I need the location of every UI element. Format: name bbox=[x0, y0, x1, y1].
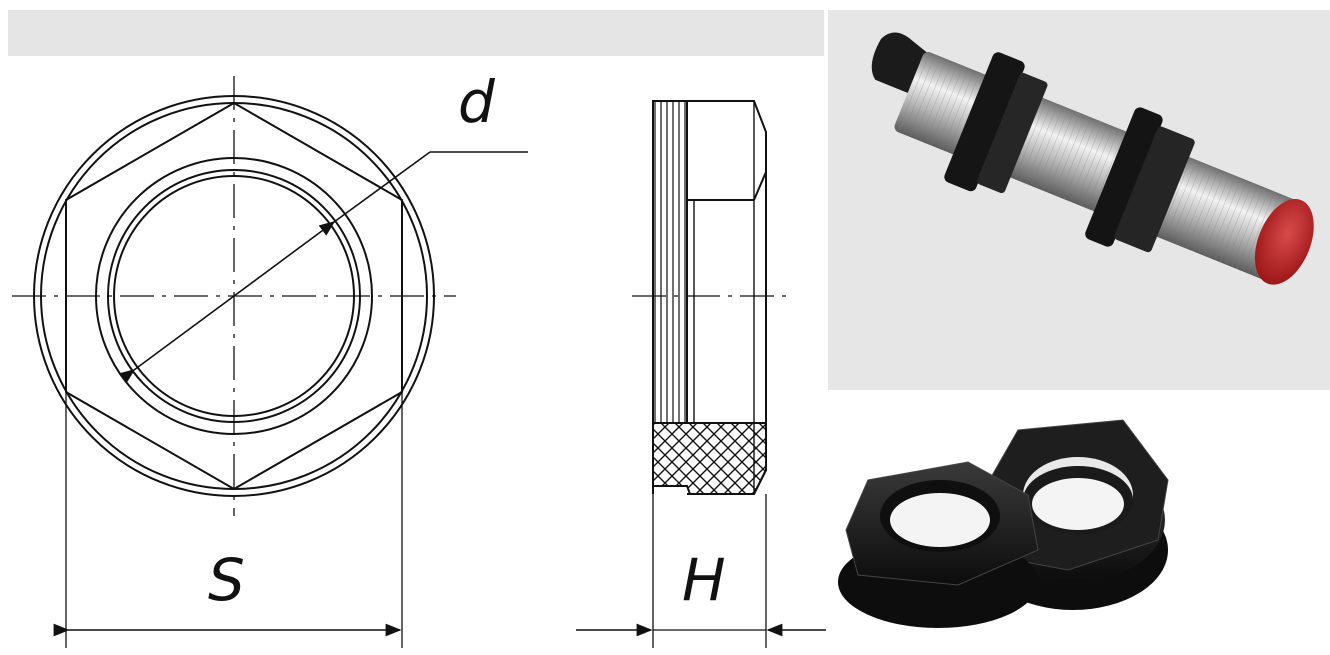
diameter-dimension-line bbox=[118, 221, 336, 384]
top-gray-bar bbox=[8, 10, 824, 56]
side-view bbox=[576, 100, 826, 648]
label-s: S bbox=[208, 546, 245, 614]
knurl-flange bbox=[652, 100, 688, 424]
product-photos-panel bbox=[828, 10, 1330, 650]
label-d: d bbox=[458, 68, 496, 136]
proximity-sensor-photo bbox=[828, 10, 1330, 390]
lock-nuts-photo bbox=[828, 390, 1330, 650]
hexagon-outline bbox=[65, 101, 403, 491]
section-hatch bbox=[652, 422, 767, 495]
front-view bbox=[12, 76, 528, 648]
label-h: H bbox=[682, 546, 726, 614]
diameter-leader-line bbox=[333, 151, 431, 223]
nut-technical-drawing: d S H bbox=[12, 68, 826, 648]
